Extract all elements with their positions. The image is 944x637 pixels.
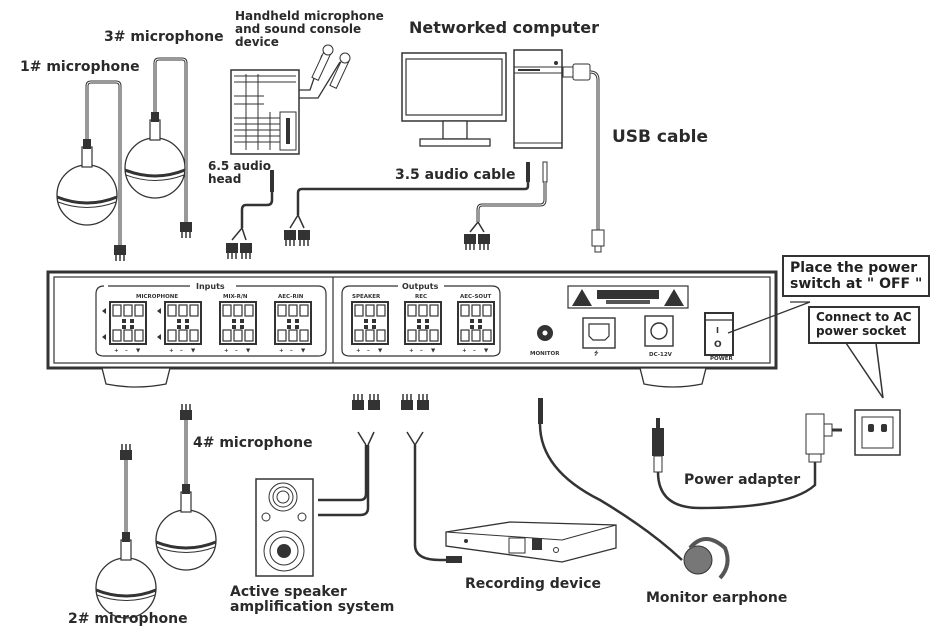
label-rec: REC [415, 294, 427, 300]
label-speaker: SPEAKER [352, 294, 381, 300]
pin-mark: + [224, 348, 229, 354]
microphone-2 [94, 443, 158, 620]
pin-mark: ▼ [484, 348, 489, 354]
pin-mark: – [290, 348, 293, 354]
switch-off-mark: O [714, 340, 722, 350]
mic-symbol-icon [102, 308, 106, 314]
pin-mark: + [279, 348, 284, 354]
terminal-block: +– ▼ [457, 301, 495, 354]
pin-mark: ▼ [378, 348, 383, 354]
monitor-jack: MONITOR [530, 325, 560, 357]
label-mic-1: 1# microphone [20, 59, 140, 75]
label-mix-rin: MIX-R/N [223, 294, 248, 300]
audio-cable-3-5 [283, 161, 548, 251]
pin-mark: ▼ [301, 348, 306, 354]
mic-symbol-icon [157, 308, 161, 314]
label-computer: Networked computer [409, 18, 600, 37]
pin-mark: + [462, 348, 467, 354]
pin-mark: – [420, 348, 423, 354]
power-switch[interactable]: I O POWER [704, 312, 734, 362]
microphone-3 [123, 57, 193, 239]
label-handheld: Handheld microphone and sound console de… [235, 9, 384, 50]
microphone-1 [55, 80, 127, 262]
label-power-adapter: Power adapter [684, 472, 801, 488]
active-speaker [255, 393, 381, 577]
terminal-block: +– ▼ [157, 301, 202, 354]
pin-mark: ▼ [136, 348, 141, 354]
monitor-earphone [538, 398, 730, 580]
switch-on-mark: I [716, 326, 719, 335]
pin-mark: + [169, 348, 174, 354]
pin-mark: – [125, 348, 128, 354]
label-speaker-system: Active speaker amplification system [230, 584, 395, 616]
pin-mark: – [473, 348, 476, 354]
callout-ac-socket: Connect to AC power socket [808, 306, 920, 344]
recording-device [400, 393, 617, 563]
usb-port: ⭍ [582, 317, 616, 357]
label-usb-cable: USB cable [612, 127, 708, 147]
label-audio-cable: 3.5 audio cable [395, 167, 516, 183]
pin-mark: – [235, 348, 238, 354]
pin-mark: ▼ [191, 348, 196, 354]
pin-mark: + [356, 348, 361, 354]
pin-mark: – [367, 348, 370, 354]
microphone-4 [154, 403, 218, 572]
audio-cable-6-5 [225, 170, 274, 260]
warning-label [567, 285, 689, 309]
pin-mark: + [409, 348, 414, 354]
label-audio-head: 6.5 audio head [208, 159, 272, 187]
label-aec-sout: AEC-SOUT [460, 294, 492, 300]
usb-symbol-icon: ⭍ [594, 349, 599, 357]
usb-cable [562, 63, 605, 253]
inputs-section-label: Inputs [196, 282, 225, 291]
handheld-microphone-icon [311, 44, 351, 89]
pin-mark: – [180, 348, 183, 354]
power-adapter [652, 413, 842, 510]
label-mic-3: 3# microphone [104, 29, 224, 45]
label-monitor-earphone: Monitor earphone [646, 590, 788, 606]
terminal-block: +– ▼ [102, 301, 147, 354]
label-recording-device: Recording device [465, 576, 602, 592]
terminal-block: +– ▼ [404, 301, 442, 354]
callout-pointer-power [727, 301, 811, 334]
mic-symbol-icon [102, 334, 106, 340]
pin-mark: ▼ [246, 348, 251, 354]
outputs-section-label: Outputs [402, 282, 439, 291]
callout-pointer-ac [845, 342, 884, 399]
callout-power-switch: Place the power switch at " OFF " [782, 255, 931, 298]
terminal-block: +– ▼ [274, 301, 312, 354]
terminal-block: +– ▼ [219, 301, 257, 354]
device-panel: Inputs Outputs MICROPHONE MIX-R/N AEC-RI… [46, 270, 778, 388]
computer [401, 49, 563, 149]
dc-label: DC-12V [649, 352, 673, 358]
label-aec-rin: AEC-RIN [278, 294, 304, 300]
label-microphone: MICROPHONE [136, 294, 178, 300]
label-mic-4: 4# microphone [193, 435, 313, 451]
pin-mark: + [114, 348, 119, 354]
power-label: POWER [710, 356, 734, 362]
label-mic-2: 2# microphone [68, 611, 188, 627]
dc-power-jack: DC-12V [644, 315, 674, 358]
ac-power-socket [854, 409, 901, 456]
sound-console [230, 44, 351, 155]
monitor-label: MONITOR [530, 351, 560, 357]
mic-symbol-icon [157, 334, 161, 340]
terminal-block: +– ▼ [351, 301, 389, 354]
pin-mark: ▼ [431, 348, 436, 354]
